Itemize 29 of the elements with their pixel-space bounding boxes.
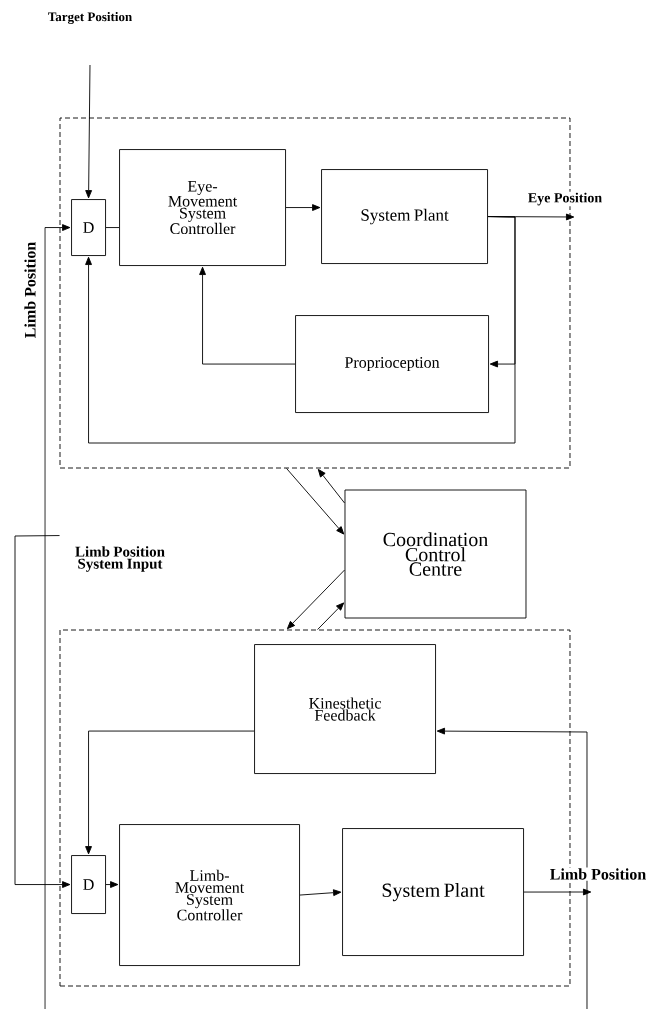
process-box: Kinesthetic Feedback (254, 644, 436, 774)
arrow (44, 224, 71, 1009)
process-box: Limb-Movement System Controller (119, 824, 300, 966)
input-label: Limb Position System Input (75, 546, 165, 572)
signal-label: Limb Position (548, 867, 648, 881)
signal-label: Eye Position (526, 191, 604, 207)
signal-label: Limb Position (23, 240, 37, 340)
process-box: Eye-Movement System Controller (119, 149, 286, 266)
arrow (85, 730, 255, 855)
arrow (317, 469, 345, 504)
arrow (317, 602, 345, 630)
signal-label: Target Position (46, 11, 134, 25)
process-box: D (71, 855, 106, 914)
arrow (14, 535, 71, 888)
process-box: Coordination Control Centre (344, 489, 527, 619)
process-box: System Plant (342, 828, 524, 956)
arrow (85, 216, 516, 444)
process-box: Proprioception (295, 315, 489, 413)
arrow (286, 468, 345, 535)
arrow (85, 64, 93, 199)
arrow (436, 727, 588, 1009)
arrow (286, 569, 345, 630)
arrow (523, 888, 592, 896)
process-box: System Plant (321, 169, 488, 264)
arrow (299, 889, 342, 897)
arrow (105, 881, 119, 888)
arrow (285, 204, 321, 211)
arrow (199, 266, 296, 365)
comparator-box: D (71, 199, 106, 256)
